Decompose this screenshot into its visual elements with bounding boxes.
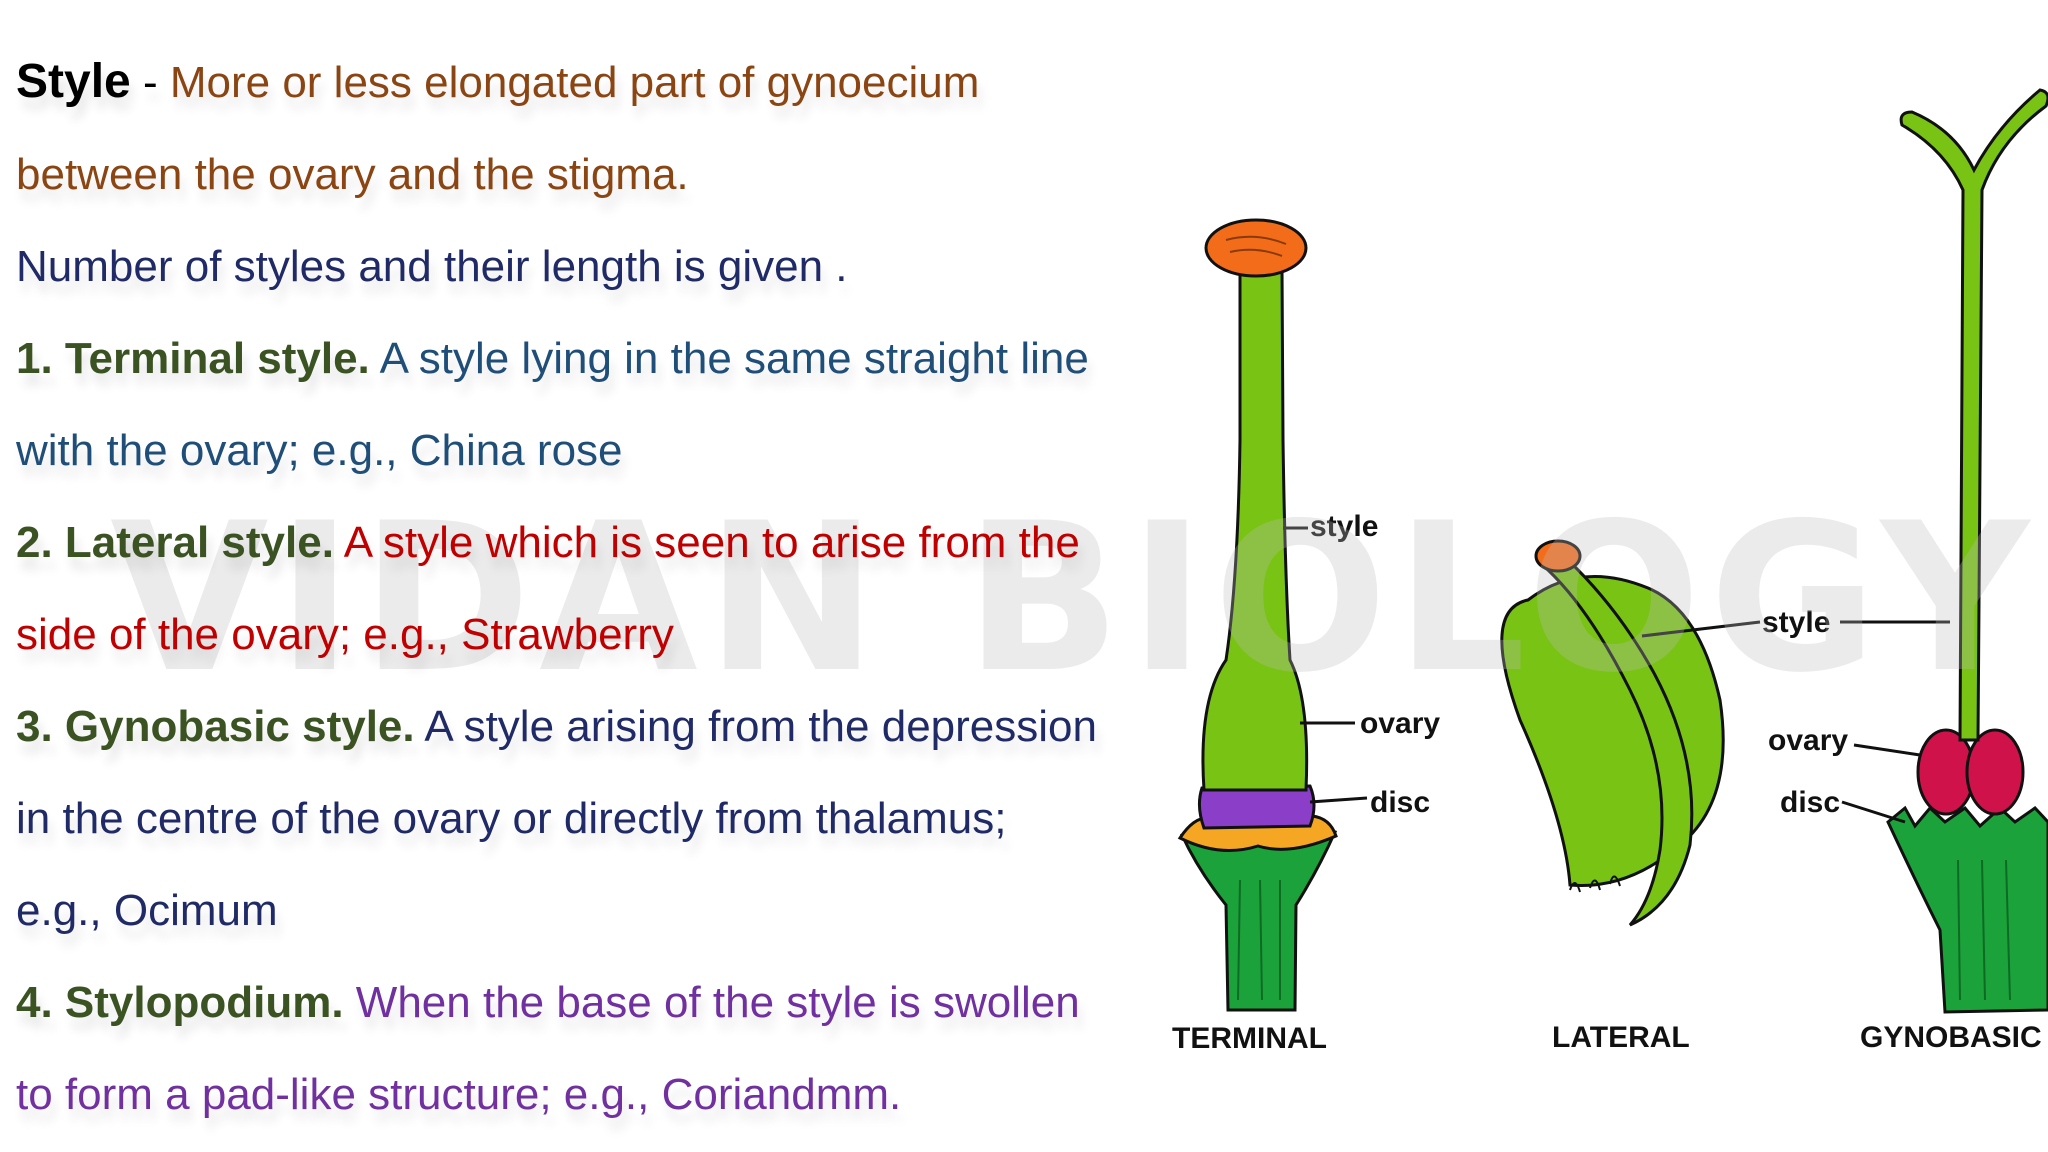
gynobasic-diagram: ovary disc GYNOBASIC — [1768, 88, 2048, 1054]
gynobasic-disc-label: disc — [1780, 786, 1840, 819]
terminal-caption: TERMINAL — [1172, 1022, 1327, 1055]
definition-line-1: More or less elongated part of gynoecium — [169, 58, 980, 107]
gynobasic-caption: GYNOBASIC — [1860, 1021, 2042, 1054]
terminal-receptacle-lines — [1237, 879, 1281, 1001]
gynobasic-receptacle-lines — [1957, 859, 2011, 1001]
item-2-line-2: side of the ovary; e.g., Strawberry — [16, 610, 674, 659]
gynobasic-disc-pointer — [1841, 800, 1906, 824]
item-4-line-1: 4. Stylopodium. When the base of the sty… — [16, 957, 1176, 1049]
number-note: Number of styles and their length is giv… — [16, 242, 848, 291]
item-4-term: 4. Stylopodium. — [16, 978, 344, 1027]
item-4-text: When the base of the style is swollen — [343, 978, 1080, 1027]
terminal-disc-pointer — [1309, 796, 1368, 804]
item-1-line-1: 1. Terminal style. A style lying in the … — [16, 313, 1176, 405]
item-2-text: A style which is seen to arise from the — [333, 518, 1080, 567]
terminal-ovary-label: ovary — [1360, 707, 1440, 740]
terminal-stigma — [1204, 218, 1308, 278]
terminal-disc-label: disc — [1370, 786, 1430, 819]
item-2-term: 2. Lateral style. — [16, 518, 334, 567]
lateral-style — [1545, 558, 1694, 927]
lateral-diagram: style LATERAL — [1500, 539, 1950, 1054]
lateral-caption: LATERAL — [1552, 1021, 1690, 1054]
terminal-receptacle — [1180, 819, 1338, 1012]
item-1-text: A style lying in the same straight line — [369, 334, 1089, 383]
heading-dash: - — [130, 58, 170, 107]
terminal-style-label: style — [1310, 510, 1378, 543]
intro-line-1: Style - More or less elongated part of g… — [16, 36, 1176, 129]
terminal-style-ovary — [1201, 262, 1309, 792]
item-3-text: A style arising from the depression — [414, 702, 1097, 751]
text-column: Style - More or less elongated part of g… — [16, 36, 1176, 1141]
item-3-line-1: 3. Gynobasic style. A style arising from… — [16, 681, 1176, 773]
gynobasic-ovary-pointer — [1853, 743, 1921, 757]
terminal-stigma-lines — [1225, 235, 1287, 257]
gynobasic-receptacle — [1886, 805, 2048, 1014]
terminal-diagram: style ovary disc TERMINAL — [1172, 218, 1440, 1055]
item-3-term: 3. Gynobasic style. — [16, 702, 415, 751]
definition-line-2: between the ovary and the stigma. — [16, 150, 689, 199]
item-3-line-3: e.g., Ocimum — [16, 886, 278, 935]
item-1-term: 1. Terminal style. — [16, 334, 370, 383]
lateral-style-label: style — [1762, 606, 1830, 639]
style-types-diagram: style ovary disc TERMINAL style LATERAL … — [1172, 88, 2048, 1055]
gynobasic-ovary-label: ovary — [1768, 724, 1848, 757]
gynobasic-style — [1899, 88, 2048, 742]
watermark: VIDAN BIOLOGY — [110, 480, 2038, 718]
lateral-stigma — [1534, 539, 1582, 573]
lateral-ovary-hairs — [1569, 875, 1621, 893]
heading: Style — [16, 55, 131, 108]
lateral-style-pointer — [1641, 620, 1761, 638]
item-2-line-1: 2. Lateral style. A style which is seen … — [16, 497, 1176, 589]
item-1-line-2: with the ovary; e.g., China rose — [16, 426, 623, 475]
gynobasic-ovary-lobe-right — [1965, 728, 2025, 816]
terminal-disc — [1197, 784, 1316, 830]
item-4-line-2: to form a pad-like structure; e.g., Cori… — [16, 1070, 902, 1119]
item-3-line-2: in the centre of the ovary or directly f… — [16, 794, 1007, 843]
